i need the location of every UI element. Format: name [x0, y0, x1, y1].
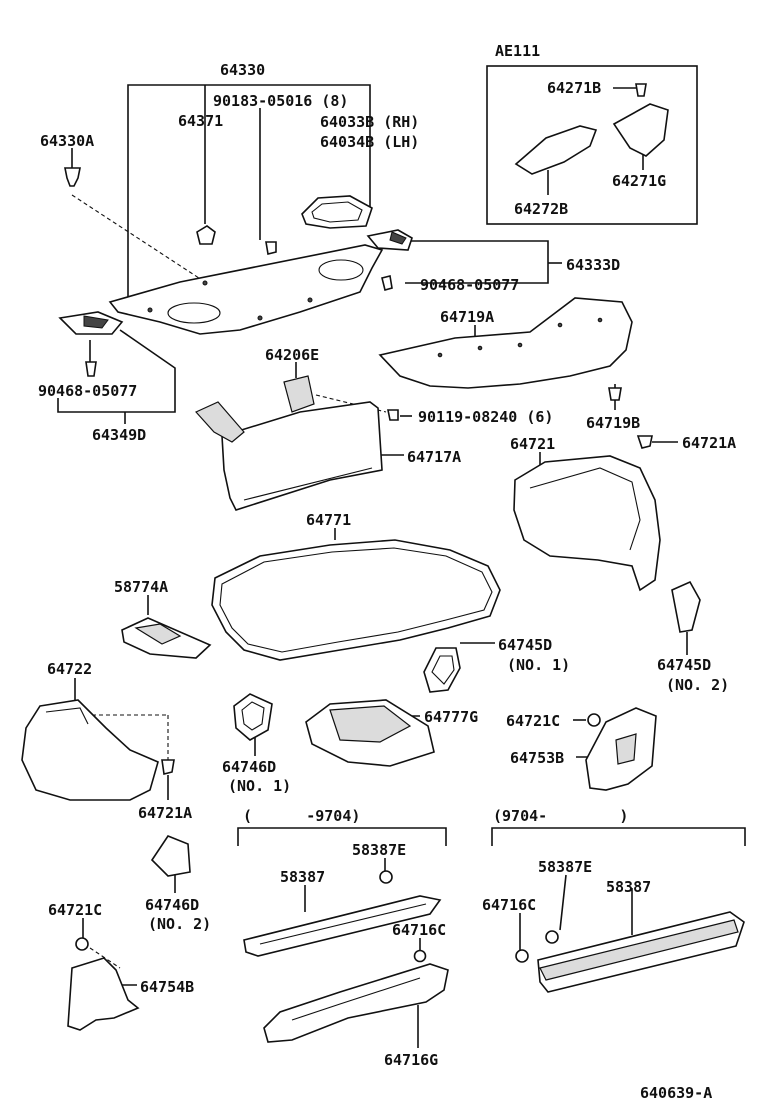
label-64716c-left: 64716C	[392, 921, 446, 939]
side-panel-64722-part	[21, 699, 159, 801]
label-64754b: 64754B	[140, 978, 194, 996]
trim-64753b-part	[585, 707, 657, 791]
label-64717a: 64717A	[407, 448, 461, 466]
clip-64716c-left-part	[413, 949, 427, 963]
label-64349d: 64349D	[92, 426, 146, 444]
tray-58774a-part	[121, 617, 212, 659]
label-64033b: 64033B (RH)	[320, 113, 419, 131]
seal-64746d-no1-part	[233, 693, 273, 741]
clip-64721c-bottom-part	[75, 937, 89, 951]
label-64330a: 64330A	[40, 132, 94, 150]
label-90119: 90119-08240 (6)	[418, 408, 553, 426]
label-90468-lower: 90468-05077	[38, 382, 137, 400]
clip-64721a-top-part	[636, 435, 653, 449]
label-64721c-bottom: 64721C	[48, 901, 102, 919]
label-58387e-left: 58387E	[352, 841, 406, 859]
leader-lines	[57, 65, 746, 1048]
bracket-64333d-part	[366, 229, 413, 251]
label-64333d: 64333D	[566, 256, 620, 274]
clip-90183-part	[265, 241, 277, 255]
label-ae111: AE111	[495, 42, 540, 60]
seal-64745d-no2-part	[671, 580, 701, 633]
label-64771: 64771	[306, 511, 351, 529]
sill-58387-right-part	[537, 911, 745, 993]
clip-90468-upper-part	[381, 275, 393, 291]
label-64746d-no1: 64746D	[222, 758, 276, 776]
trim-64754b-part	[67, 957, 140, 1031]
clip-64371-part	[196, 225, 216, 245]
clip-64330a-part	[64, 167, 81, 187]
ae111-bracket-64271g-part	[612, 103, 669, 157]
label-range-right: (9704- )	[493, 807, 628, 825]
box-64777g-part	[305, 699, 435, 767]
label-64271g: 64271G	[612, 172, 666, 190]
trunk-cover-64719a-part	[378, 297, 633, 389]
label-58387e-right: 58387E	[538, 858, 592, 876]
label-64721a-bottom: 64721A	[138, 804, 192, 822]
label-64753b: 64753B	[510, 749, 564, 767]
bracket-64206e-part	[195, 375, 315, 443]
label-64271b: 64271B	[547, 79, 601, 97]
label-64777g: 64777G	[424, 708, 478, 726]
label-64746d-no1-sub: (NO. 1)	[228, 777, 291, 795]
label-90183: 90183-05016 (8)	[213, 92, 348, 110]
clip-64721c-mid-part	[587, 713, 601, 727]
seal-64746d-no2-part	[150, 835, 191, 877]
label-64719b: 64719B	[586, 414, 640, 432]
label-64721a-top: 64721A	[682, 434, 736, 452]
trunk-mat-64771-part	[211, 539, 501, 661]
bracket-64349d-part	[58, 311, 124, 335]
clip-64721a-bottom-part	[161, 759, 175, 775]
clip-58387e-left-part	[379, 870, 393, 884]
speaker-grille-part	[301, 195, 373, 229]
package-tray-part	[108, 244, 384, 335]
label-58774a: 58774A	[114, 578, 168, 596]
label-range-left: ( -9704)	[243, 807, 360, 825]
label-64722: 64722	[47, 660, 92, 678]
label-64746d-no2: 64746D	[145, 896, 199, 914]
bracket-64716g-left-part	[263, 963, 449, 1043]
label-64330: 64330	[220, 61, 265, 79]
label-64745d-no1-sub: (NO. 1)	[507, 656, 570, 674]
label-64719a: 64719A	[440, 308, 494, 326]
label-64745d-no2-sub: (NO. 2)	[666, 676, 729, 694]
clip-64719b-part	[608, 387, 622, 401]
part-labels: AE111 64330 90183-05016 (8) 64371 64033B…	[38, 42, 736, 1102]
label-64745d-no2: 64745D	[657, 656, 711, 674]
label-90468-upper: 90468-05077	[420, 276, 519, 294]
clip-90119-part	[387, 409, 399, 421]
clip-64716c-right-part	[515, 949, 529, 963]
label-64746d-no2-sub: (NO. 2)	[148, 915, 211, 933]
label-64371: 64371	[178, 112, 223, 130]
sill-58387-left-part	[243, 895, 442, 957]
ae111-clip-64271b-part	[635, 83, 647, 97]
label-64206e: 64206E	[265, 346, 319, 364]
clip-90468-lower-part	[85, 361, 97, 377]
ae111-bracket-64272b-part	[514, 125, 598, 175]
label-64721: 64721	[510, 435, 555, 453]
partition-64717a-part	[221, 401, 383, 511]
label-64716g: 64716G	[384, 1051, 438, 1069]
label-64745d-no1: 64745D	[498, 636, 552, 654]
label-diagram-id: 640639-A	[640, 1084, 712, 1102]
label-58387-right: 58387	[606, 878, 651, 896]
side-trim-64721-part	[513, 455, 661, 592]
label-64272b: 64272B	[514, 200, 568, 218]
label-64034b: 64034B (LH)	[320, 133, 419, 151]
clip-58387e-right-part	[545, 930, 559, 944]
seal-64745d-no1-part	[423, 647, 461, 693]
label-64721c-mid: 64721C	[506, 712, 560, 730]
label-58387-left: 58387	[280, 868, 325, 886]
label-64716c-right: 64716C	[482, 896, 536, 914]
